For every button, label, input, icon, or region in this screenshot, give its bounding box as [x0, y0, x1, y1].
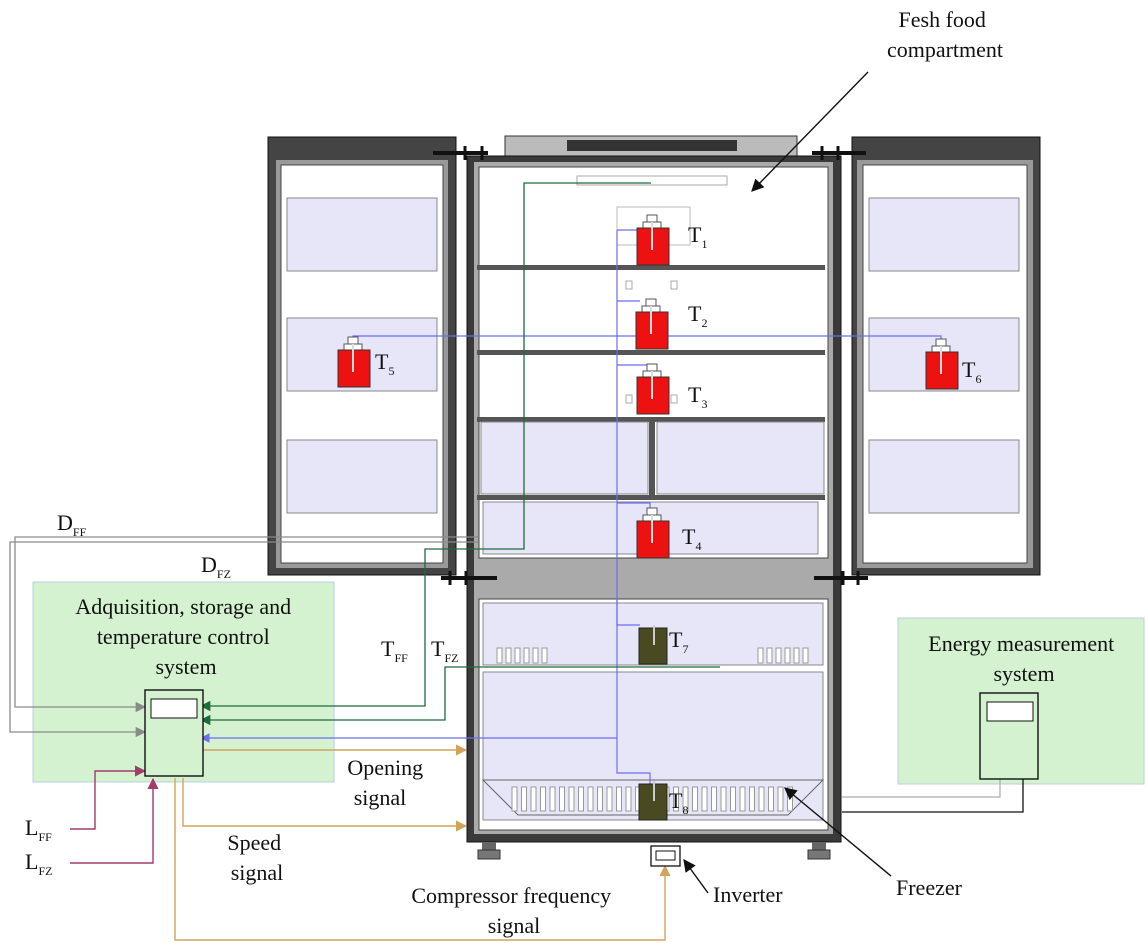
freezer-arrow	[784, 787, 892, 877]
grille-slot	[701, 786, 708, 812]
tfz-label: TFZ	[431, 636, 458, 665]
grille-slot	[578, 786, 584, 812]
tff-wire	[199, 182, 651, 712]
sensor-t5-label: T5	[375, 349, 394, 378]
grille-slot	[559, 786, 565, 812]
grille-slot	[540, 786, 546, 812]
lfz-label: LFZ	[25, 849, 52, 878]
sensor-t6-label: T6	[962, 357, 981, 386]
grille-slot	[673, 786, 679, 812]
sensor-t4-label: T4	[682, 524, 701, 553]
sensor-t2-bottle	[635, 298, 669, 350]
dfz-label: DFZ	[201, 552, 231, 581]
compressor-signal-wire	[174, 778, 671, 941]
grille-slot	[692, 786, 698, 812]
inverter-arrow	[683, 858, 709, 894]
tff-label: TFF	[381, 636, 408, 665]
sensor-t8-bottle	[638, 781, 668, 821]
grille-slot	[730, 786, 736, 812]
grille-slot	[711, 786, 717, 812]
sensor-t6-bottle	[925, 338, 959, 390]
grille-slot	[720, 786, 727, 812]
sensor-t3-bottle	[636, 363, 670, 415]
sensor-t1-bottle	[636, 214, 670, 266]
dff-wire	[14, 536, 478, 713]
energy-wire-gray	[842, 778, 1001, 798]
energy-label: Energy measurement system	[928, 631, 1119, 686]
sensor-t7-label: T7	[669, 627, 688, 656]
grille-slot	[549, 786, 556, 812]
compressor-signal-label: Compressor frequency signal	[411, 883, 616, 938]
opening-signal-label: Opening signal	[347, 755, 428, 810]
grille-slot	[606, 786, 613, 812]
lff-wire	[70, 765, 147, 830]
fresh-food-arrow	[751, 71, 869, 192]
grille-slot	[768, 786, 774, 812]
grille-slot	[568, 786, 575, 812]
grille-slot	[616, 786, 622, 812]
grille-slot	[511, 786, 518, 812]
inverter-device	[650, 845, 681, 867]
lff-label: LFF	[25, 815, 52, 844]
grille-slot	[739, 786, 746, 812]
dfz-wire	[9, 541, 478, 738]
grille-slot	[758, 786, 765, 812]
inverter-label: Inverter	[713, 882, 783, 907]
grille-slot	[521, 786, 527, 812]
sensor-t2-label: T2	[688, 301, 707, 330]
sensor-t4-bottle	[636, 507, 670, 559]
freezer-label: Freezer	[896, 875, 963, 900]
grille-slot	[682, 786, 689, 812]
sensor-t3-label: T3	[688, 382, 707, 411]
hinges	[433, 146, 868, 585]
top-control-panel	[504, 135, 798, 157]
grille-slot	[777, 786, 784, 812]
energy-meter-device	[979, 692, 1039, 780]
energy-wire-black	[842, 778, 1024, 813]
lfz-wire	[70, 777, 159, 864]
speed-signal-label: Speed signal	[227, 830, 286, 885]
sensor-t7-bottle	[638, 625, 668, 665]
speed-signal-wire	[182, 778, 468, 832]
tfz-wire	[199, 666, 720, 726]
dff-label: DFF	[57, 510, 87, 539]
acquisition-label: Adquisition, storage and temperature con…	[75, 594, 296, 679]
fresh-food-label: Fesh food compartment	[887, 7, 1003, 62]
grille-slot	[530, 786, 537, 812]
grille-slot	[597, 786, 603, 812]
sensor-t8-label: T8	[669, 788, 688, 817]
grille-slot	[587, 786, 594, 812]
grille-slot	[749, 786, 755, 812]
grille-slot	[625, 786, 632, 812]
sensor-t5-bottle	[337, 336, 371, 388]
sensor-t1-label: T1	[688, 222, 707, 251]
acquisition-device	[144, 689, 204, 777]
